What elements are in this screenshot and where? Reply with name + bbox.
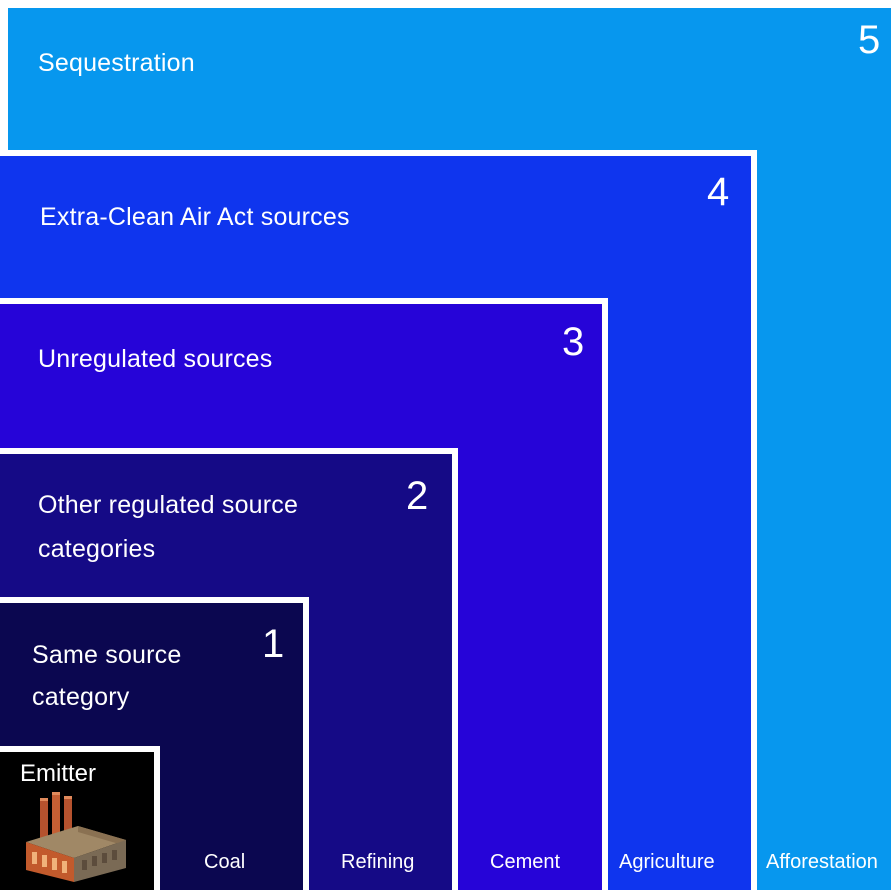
level-5-number: 5 [858,18,881,62]
level-2-label-line2: categories [38,535,156,563]
bottom-label-coal: Coal [204,851,246,873]
emitter-label: Emitter [20,760,97,787]
level-2-number: 2 [406,474,429,518]
level-1-label-line1: Same source [32,641,182,669]
factory-icon [26,792,126,882]
level-4-label: Extra-Clean Air Act sources [40,203,350,231]
level-1-label-line2: category [32,683,130,711]
bottom-label-agriculture: Agriculture [619,851,715,873]
bottom-label-afforestation: Afforestation [766,851,878,873]
bottom-label-refining: Refining [341,851,415,873]
level-4-number: 4 [707,170,730,214]
bottom-label-cement: Cement [490,851,561,873]
level-5-label: Sequestration [38,49,195,77]
level-2-label-line1: Other regulated source [38,491,299,519]
level-3-number: 3 [562,320,585,364]
level-3-label: Unregulated sources [38,345,273,373]
level-1-number: 1 [262,622,285,666]
